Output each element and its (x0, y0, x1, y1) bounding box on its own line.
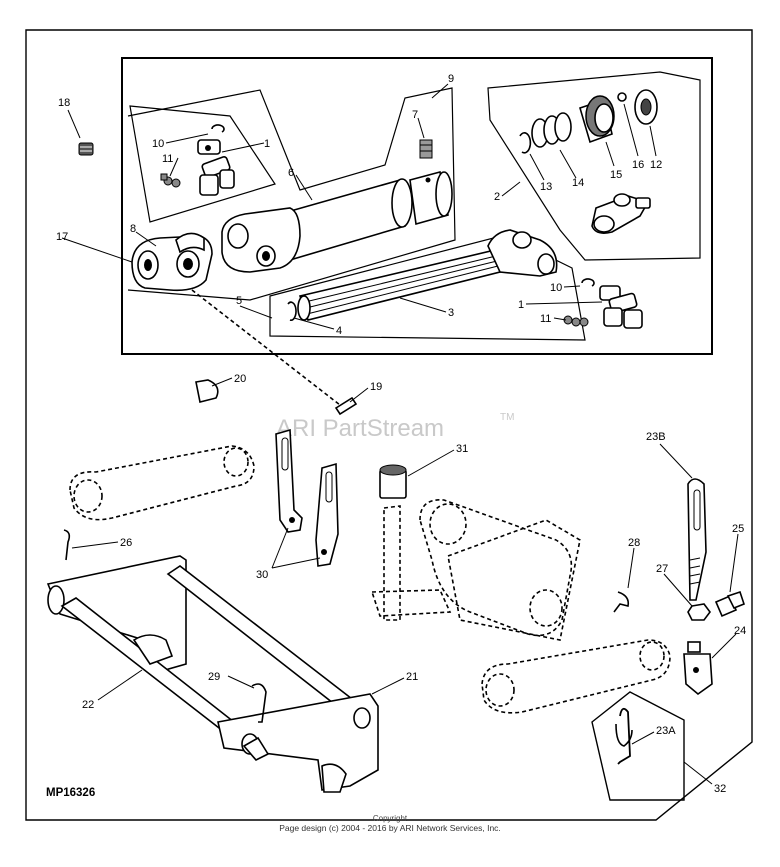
callout-4: 4 (336, 325, 342, 337)
subpanel-tube (127, 87, 456, 301)
part-23a-pin (615, 707, 633, 765)
callout-13: 13 (540, 181, 552, 193)
callout-21: 21 (406, 671, 418, 683)
callout-9: 9 (448, 73, 454, 85)
callout-31: 31 (456, 443, 468, 455)
part-1-cross-right (599, 285, 643, 329)
callout-26: 26 (120, 537, 132, 549)
callout-25: 25 (732, 523, 744, 535)
part-22-frame (46, 555, 358, 753)
callout-14: 14 (572, 177, 584, 189)
leader-lines (61, 83, 739, 785)
callout-28: 28 (628, 537, 640, 549)
part-14-spring (531, 112, 572, 148)
callout-20: 20 (234, 373, 246, 385)
callout-16: 16 (632, 159, 644, 171)
callout-10b: 10 (550, 282, 562, 294)
part-8-yoke (131, 232, 213, 292)
callout-8: 8 (130, 223, 136, 235)
footer-design: Page design (c) 2004 - 2016 by ARI Netwo… (279, 823, 501, 833)
callout-7: 7 (412, 109, 418, 121)
callout-1a: 1 (264, 138, 270, 150)
driveshaft-panel (121, 57, 713, 355)
part-10-clip-right (581, 278, 595, 287)
alignment-line (191, 289, 341, 406)
part-12-washer (634, 89, 658, 125)
part-21-plate (217, 693, 379, 793)
callout-29: 29 (208, 671, 220, 683)
callout-10a: 10 (152, 138, 164, 150)
part-13-ring (519, 132, 532, 154)
footer-copyright: Copyright (373, 814, 408, 823)
part-24-clevis (683, 641, 713, 696)
part-6-tube (221, 171, 453, 273)
part-7-fitting (419, 139, 433, 159)
subpanel-yoke-left (129, 105, 276, 223)
dashed-right-arm (481, 639, 671, 714)
callout-23a: 23A (656, 725, 676, 737)
callout-11b: 11 (540, 313, 551, 325)
callout-27: 27 (656, 563, 668, 575)
part-18-cap (78, 142, 94, 156)
part-1-cross-left (197, 139, 235, 196)
part-11-fitting-left (160, 173, 181, 188)
callout-30: 30 (256, 569, 268, 581)
callout-24: 24 (734, 625, 746, 637)
part-23a-box (591, 691, 685, 801)
part-10-clip-left (211, 124, 225, 133)
outer-frame (25, 29, 753, 821)
part-4-ring (287, 301, 297, 321)
watermark: ARI PartStream (276, 415, 444, 442)
part-19-pin (334, 396, 358, 416)
callout-22: 22 (82, 699, 94, 711)
part-3-shaft (297, 229, 558, 321)
callout-5: 5 (236, 295, 242, 307)
part-28-clip (613, 591, 630, 613)
part-31-bushing (379, 464, 407, 499)
callout-1b: 1 (518, 299, 524, 311)
callout-3: 3 (448, 307, 454, 319)
part-26-cotter (63, 529, 71, 561)
part-15-gear (579, 95, 615, 144)
part-16-ball (617, 92, 627, 102)
part-30-links (275, 428, 339, 567)
part-25-bolt (714, 590, 745, 618)
diagram-code: MP16326 (46, 787, 95, 799)
subpanel-right (487, 71, 701, 261)
callout-18: 18 (58, 97, 70, 109)
part-23b-rod (687, 478, 707, 601)
callout-23b: 23B (646, 431, 666, 443)
part-11-fitting-right (563, 315, 589, 327)
callout-19: 19 (370, 381, 382, 393)
part-27-nut (687, 603, 711, 621)
part-2-yoke-piece (591, 193, 651, 234)
callout-17: 17 (56, 231, 68, 243)
callout-32: 32 (714, 783, 726, 795)
watermark-tm: TM (500, 412, 514, 423)
subpanel-shaft (269, 234, 586, 341)
dashed-left-arm (69, 445, 255, 521)
part-29-clip (251, 683, 267, 723)
dashed-rockshaft (370, 499, 581, 641)
callout-15: 15 (610, 169, 622, 181)
callout-12: 12 (650, 159, 662, 171)
callout-2: 2 (494, 191, 500, 203)
callout-6: 6 (288, 167, 294, 179)
part-20-key (195, 379, 219, 403)
callout-11a: 11 (162, 153, 173, 165)
